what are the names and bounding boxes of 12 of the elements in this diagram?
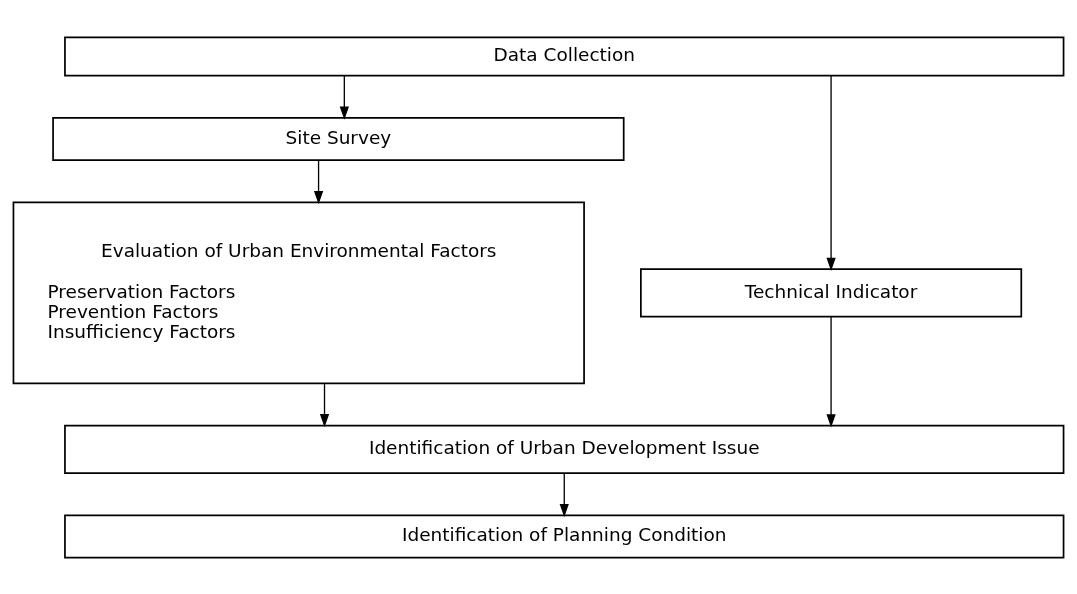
arrow xyxy=(826,315,836,427)
arrow xyxy=(339,74,349,120)
node-box: Data Collection xyxy=(64,35,1065,76)
node-box: Identification of Planning Condition xyxy=(64,514,1065,559)
arrow xyxy=(313,159,324,204)
arrow xyxy=(319,382,330,427)
node-box: Technical Indicator xyxy=(640,267,1023,317)
arrow xyxy=(559,472,569,517)
node-box: Site Survey xyxy=(52,116,625,161)
arrow xyxy=(826,74,836,271)
node-box: Identification of Urban Development Issue xyxy=(64,424,1065,474)
node-box: Evaluation of Urban Environmental Factors Preservation Factors Prevention Factors Insufficiency Factors xyxy=(12,201,585,384)
